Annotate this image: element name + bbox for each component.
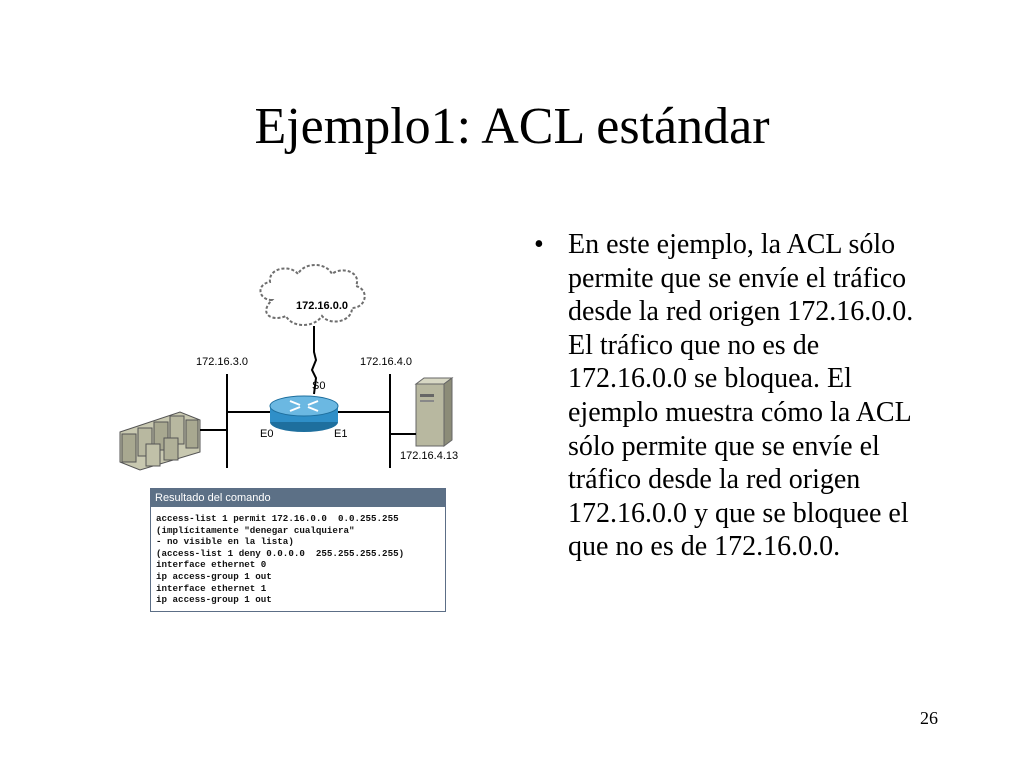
- command-line: interface ethernet 1: [156, 582, 267, 594]
- command-line: - no visible en la lista): [156, 536, 294, 548]
- command-line: ip access-group 1 out: [156, 594, 272, 606]
- e0-interface-label: E0: [260, 428, 274, 440]
- serial-link: [310, 326, 318, 395]
- serial-interface-label: S0: [312, 380, 326, 392]
- command-line: access-list 1 permit 172.16.0.0 0.0.255.…: [156, 513, 399, 524]
- command-output-body: access-list 1 permit 172.16.0.0 0.0.255.…: [151, 507, 445, 606]
- page-number: 26: [920, 708, 938, 728]
- workstations-icon: [119, 411, 201, 471]
- command-line: (access-list 1 deny 0.0.0.0 255.255.255.…: [156, 547, 405, 559]
- command-output-header: Resultado del comando: [151, 489, 445, 507]
- slide-title: Ejemplo1: ACL estándar: [254, 98, 770, 155]
- command-line: interface ethernet 0: [156, 559, 267, 571]
- left-network-label: 172.16.3.0: [196, 356, 248, 368]
- e1-interface-label: E1: [334, 428, 348, 440]
- cloud-network-label: 172.16.0.0: [296, 300, 348, 312]
- bullet-marker: •: [534, 229, 544, 260]
- command-line: (implícitamente "denegar cualquiera": [156, 524, 355, 536]
- right-network-label: 172.16.4.0: [360, 356, 412, 368]
- server-address-label: 172.16.4.13: [400, 450, 459, 462]
- server-icon: [414, 377, 454, 447]
- bullet-text: En este ejemplo, la ACL sólo permite que…: [568, 229, 914, 563]
- command-line: ip access-group 1 out: [156, 570, 272, 582]
- command-output-panel: Resultado del comando access-list 1 perm…: [150, 488, 446, 612]
- router-icon: [269, 395, 339, 432]
- cloud-icon: [259, 264, 366, 326]
